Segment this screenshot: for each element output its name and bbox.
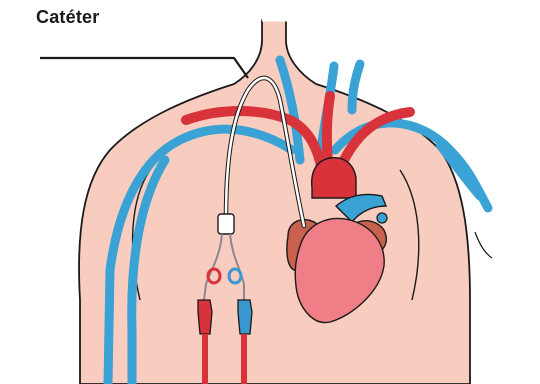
torso [79,20,470,384]
label-pointer-line [40,58,248,78]
connector-red [198,300,212,334]
connector-blue [238,300,252,334]
aorta [312,158,356,198]
hub-cap [218,214,234,234]
right-armpit-line [475,232,492,258]
pulmonary-vein-stub [377,213,387,223]
